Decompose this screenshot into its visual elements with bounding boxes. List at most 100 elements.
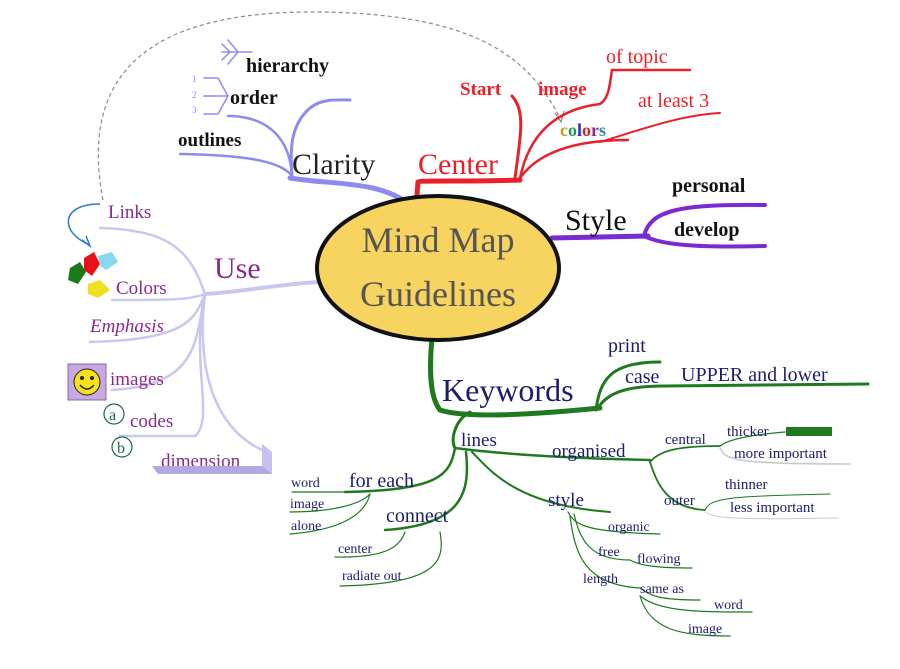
links-arrow-icon <box>67 203 101 245</box>
start-label: Start <box>460 79 502 100</box>
thinner-label: thinner <box>725 477 768 493</box>
emphasis-label: Emphasis <box>89 316 164 337</box>
case-label: case <box>625 366 660 388</box>
links-dashed-arrow <box>97 11 561 201</box>
keywords-label: Keywords <box>442 372 574 408</box>
connect-to-center <box>334 531 406 558</box>
colors-letter-o2: o <box>582 120 591 140</box>
organic-label: organic <box>608 520 650 535</box>
style-to-develop <box>642 234 767 249</box>
thicker-label: thicker <box>727 424 769 440</box>
colors-letter-c: c <box>560 120 568 140</box>
clarity-to-outlines <box>178 152 294 178</box>
clarity-to-hierarchy <box>289 98 352 178</box>
central-to-thicker <box>719 431 786 447</box>
order-icon <box>203 77 229 115</box>
codes-label: codes <box>130 411 173 432</box>
central-topic-node <box>315 194 561 342</box>
organised-to-outer <box>649 461 706 511</box>
style-label-keywords: style <box>548 490 584 511</box>
colors-letter-r: r <box>591 120 599 140</box>
length-label: length <box>583 572 618 587</box>
colors-multicolor-label: colors <box>560 120 606 140</box>
center-branch <box>413 68 721 211</box>
sameas-to-image <box>639 595 731 637</box>
center-to-start <box>510 94 523 180</box>
connect-label: connect <box>386 505 449 527</box>
code-b-label: b <box>117 440 125 457</box>
style-to-personal <box>642 202 767 238</box>
order-number-2: 2 <box>192 90 197 100</box>
same-as-label: same as <box>640 582 684 597</box>
free-label: free <box>598 545 620 560</box>
image-label: image <box>538 79 587 100</box>
use-to-links <box>98 226 207 296</box>
style-word-label: word <box>714 598 743 613</box>
organised-to-central <box>649 445 721 463</box>
keywords-to-case <box>596 382 870 410</box>
importance-gray-lines <box>704 447 851 520</box>
at-least-3-label: at least 3 <box>638 90 709 112</box>
colors-letter-o1: o <box>568 120 577 140</box>
order-number-3: 3 <box>192 105 197 115</box>
code-b-circle-icon <box>111 436 133 458</box>
outlines-label: outlines <box>178 130 241 151</box>
image-label-foreach: image <box>290 497 324 512</box>
sameas-to-word <box>639 595 753 613</box>
use-to-colors <box>110 292 207 302</box>
personal-label: personal <box>672 175 746 197</box>
use-trunk <box>203 280 322 296</box>
style-branch <box>549 202 767 249</box>
links-label: Links <box>108 202 151 223</box>
clarity-to-order <box>226 114 294 178</box>
central-label: central <box>665 432 706 448</box>
lines-to-style <box>471 451 611 513</box>
more-important-label: more important <box>734 446 828 462</box>
lines-to-connect <box>383 450 469 532</box>
thicker-sample-bar-icon <box>786 427 832 436</box>
alone-label: alone <box>291 519 321 534</box>
central-topic-line1: Mind Map <box>362 220 515 260</box>
lines-to-foreach <box>343 446 457 494</box>
keywords-to-print <box>594 360 662 412</box>
central-to-more-important <box>719 447 851 465</box>
style-trunk <box>549 233 651 241</box>
center-branch-label: Center <box>418 148 498 181</box>
lines-to-organised <box>453 446 652 462</box>
develop-label: develop <box>674 219 740 241</box>
foreach-to-image <box>289 493 371 513</box>
style-to-length <box>569 515 701 601</box>
use-to-dimension <box>201 292 264 452</box>
keywords-branch <box>289 335 870 637</box>
central-topic-line2: Guidelines <box>360 274 516 314</box>
flowing-label: flowing <box>637 552 681 567</box>
foreach-to-alone <box>289 493 371 535</box>
code-a-label: a <box>109 407 116 424</box>
colors-letter-s: s <box>599 120 606 140</box>
organised-label: organised <box>552 441 626 462</box>
style-branch-label: Style <box>565 204 627 237</box>
dimension-3d-box-icon <box>152 444 272 474</box>
use-to-emphasis <box>88 292 207 344</box>
outer-to-less-important <box>704 511 839 520</box>
center-to-colors <box>518 138 630 180</box>
links-arrowhead-icon <box>81 235 92 249</box>
center-to-image <box>518 68 692 180</box>
center-to-atleast3 <box>599 112 721 143</box>
use-to-codes <box>118 292 207 438</box>
order-label: order <box>230 87 278 109</box>
colors-label: Colors <box>116 278 167 299</box>
less-important-label: less important <box>730 500 815 516</box>
connect-to-radiate <box>339 531 442 587</box>
upper-lower-label: UPPER and lower <box>681 364 828 386</box>
images-label: images <box>110 369 164 390</box>
outer-to-thinner <box>704 493 831 511</box>
for-each-label: for each <box>349 470 414 492</box>
outer-label: outer <box>664 493 695 509</box>
paint-splash-icon <box>68 252 118 298</box>
order-number-1: 1 <box>192 74 197 84</box>
style-image-label: image <box>688 622 722 637</box>
radiate-out-label: radiate out <box>342 569 402 584</box>
style-to-free <box>573 513 693 569</box>
clarity-label: Clarity <box>292 148 375 181</box>
